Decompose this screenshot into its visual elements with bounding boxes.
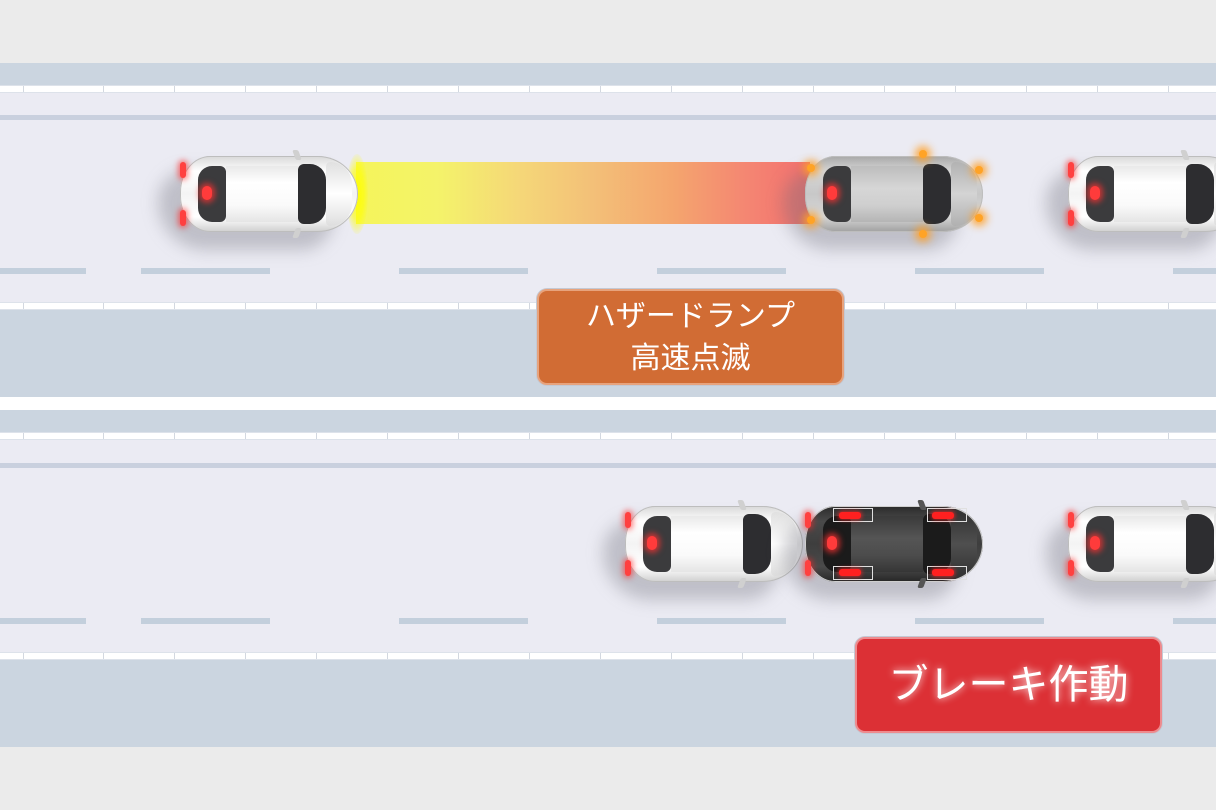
- car-hood: [1214, 162, 1216, 226]
- rear-light-icon: [827, 186, 837, 200]
- car-roof: [851, 166, 923, 222]
- guardrail-band-top: [0, 63, 1216, 85]
- front-car: [1046, 500, 1216, 600]
- wheel-frame: [833, 566, 873, 580]
- hazard-label-line1: ハザードランプ: [585, 299, 796, 334]
- scene-separator: [0, 397, 1216, 410]
- brake-label-text: ブレーキ作動: [888, 662, 1129, 708]
- hazard-light-icon: [919, 230, 927, 238]
- car-hood: [771, 512, 797, 576]
- shoulder-top: [0, 93, 1216, 115]
- lane-dashes: [0, 268, 1216, 274]
- guardrail-bottom: [0, 652, 1216, 660]
- car-roof: [1114, 516, 1186, 572]
- front-car: [1046, 150, 1216, 250]
- hazard-label-line2: 高速点滅: [630, 341, 751, 376]
- hazard-scene: ハザードランプ 高速点滅: [0, 0, 1216, 400]
- tail-light-icon: [1068, 512, 1074, 528]
- windshield: [923, 164, 951, 224]
- brake-activation-label: ブレーキ作動: [855, 637, 1162, 733]
- leading-car-hazards: [783, 150, 985, 250]
- car-roof: [671, 516, 743, 572]
- hazard-light-icon: [807, 216, 815, 224]
- windshield: [1186, 514, 1214, 574]
- rear-light-icon: [647, 536, 657, 550]
- wheel-frame: [927, 508, 967, 522]
- brake-active-icon: [932, 569, 954, 576]
- guardrail-band-top: [0, 410, 1216, 432]
- car-hood: [951, 512, 977, 576]
- wheel-frame: [927, 566, 967, 580]
- edge-line-top: [0, 115, 1216, 120]
- hazard-lamp-label: ハザードランプ 高速点滅: [537, 289, 844, 385]
- guardrail-top: [0, 85, 1216, 93]
- tail-light-icon: [1068, 560, 1074, 576]
- hazard-light-icon: [919, 150, 927, 158]
- lane-dashes: [0, 618, 1216, 624]
- car-hood: [326, 162, 352, 226]
- rear-light-icon: [1090, 536, 1100, 550]
- rear-light-icon: [202, 186, 212, 200]
- shoulder-top: [0, 440, 1216, 463]
- car-hood: [951, 162, 977, 226]
- tail-light-icon: [625, 512, 631, 528]
- car-roof: [851, 516, 923, 572]
- guardrail-top: [0, 432, 1216, 440]
- edge-line-top: [0, 463, 1216, 468]
- following-car: [158, 150, 368, 250]
- car-hood: [1214, 512, 1216, 576]
- tail-light-icon: [180, 210, 186, 226]
- brake-active-icon: [839, 512, 861, 519]
- windshield: [298, 164, 326, 224]
- hazard-light-icon: [807, 164, 815, 172]
- rear-light-icon: [1090, 186, 1100, 200]
- rear-light-icon: [827, 536, 837, 550]
- hazard-light-icon: [975, 166, 983, 174]
- windshield: [743, 514, 771, 574]
- tail-light-icon: [625, 560, 631, 576]
- tail-light-icon: [805, 512, 811, 528]
- brake-active-icon: [839, 569, 861, 576]
- tail-light-icon: [805, 560, 811, 576]
- hazard-light-icon: [975, 214, 983, 222]
- following-car-braking: [603, 500, 805, 600]
- car-roof: [226, 166, 298, 222]
- windshield: [1186, 164, 1214, 224]
- brake-active-icon: [932, 512, 954, 519]
- car-roof: [1114, 166, 1186, 222]
- windshield: [923, 514, 951, 574]
- tail-light-icon: [1068, 162, 1074, 178]
- wheel-frame: [833, 508, 873, 522]
- headlight-flash-beam: [356, 162, 810, 224]
- braking-car: [783, 500, 985, 600]
- tail-light-icon: [180, 162, 186, 178]
- tail-light-icon: [1068, 210, 1074, 226]
